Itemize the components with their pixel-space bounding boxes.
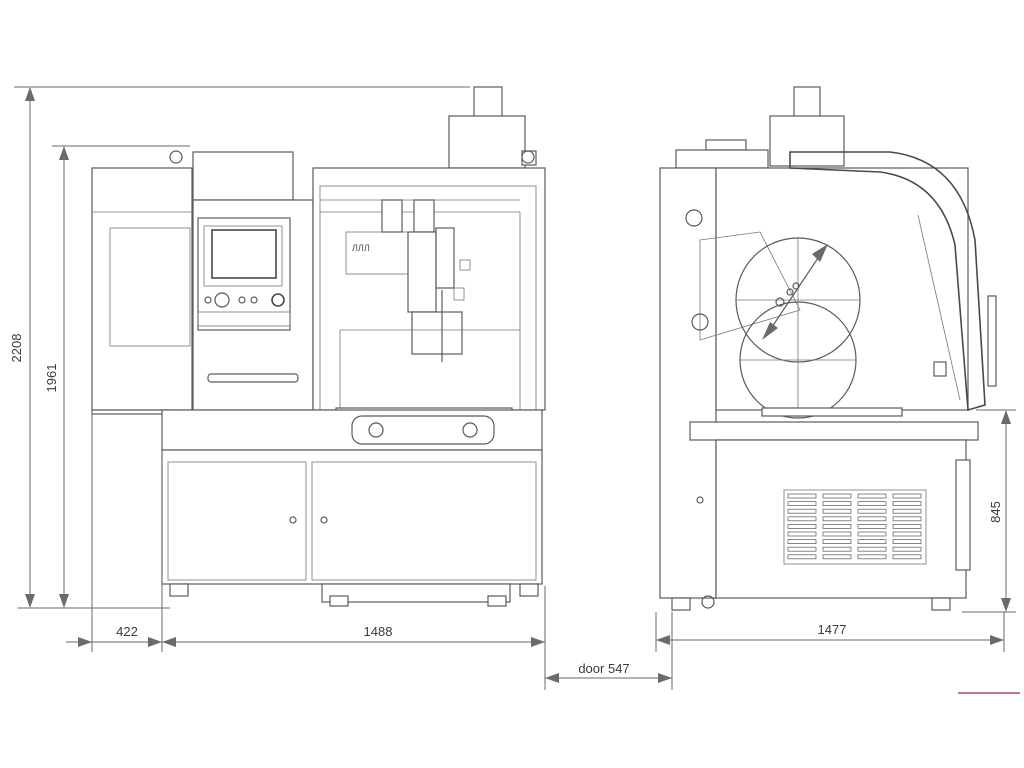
tool-holder-2 [413,199,435,233]
vent-slot [787,546,817,552]
ventilation-slots [787,493,922,560]
pallet-base [321,583,511,603]
front-chimney [473,86,503,118]
emergency-stop-button [271,293,285,307]
base-cabinet [161,449,543,585]
vent-slot [857,493,887,499]
vent-slot [787,539,817,544]
control-button-3 [250,296,258,304]
side-top-unit [769,115,845,167]
spindle-carriage [407,231,437,313]
dim-side-depth: 1477 [818,622,847,637]
side-handle [705,139,747,151]
vent-slot [822,508,852,514]
dim-cabinet-height: 1961 [44,364,59,393]
vent-slot [857,516,887,522]
front-handle [207,373,299,383]
side-table [761,407,903,417]
side-foot-2 [931,597,951,611]
ventilation-grille [783,489,927,565]
dim-overall-height: 2208 [9,334,24,363]
control-knob [214,292,230,308]
dimension-lines [14,86,1020,694]
control-button-1 [204,296,212,304]
rotation-arrow-down [762,322,778,340]
vent-slot [857,524,887,529]
vent-slot [892,531,922,537]
side-base-cabinet [715,439,967,599]
side-chamber [715,167,969,411]
vent-slot [787,516,817,522]
control-column-top [192,151,294,201]
control-screen-bezel [203,225,283,287]
door-lock-right [320,516,328,524]
vent-slot [857,539,887,544]
vent-slot [857,546,887,552]
vent-slot [822,554,852,560]
vent-slot [787,493,817,499]
vent-slot [822,539,852,544]
base-tray [351,415,495,445]
vent-slot [857,554,887,560]
vent-slot [787,508,817,514]
vent-slot [822,524,852,529]
vent-slot [822,531,852,537]
side-chimney [793,86,821,118]
dim-front-width: 1488 [364,624,393,639]
control-button-2 [238,296,246,304]
rotation-arrow-up [812,244,828,262]
foot-1 [169,583,189,597]
vent-slot [822,501,852,507]
vent-slot [857,501,887,507]
side-view [659,86,997,611]
vent-slot [787,554,817,560]
side-foot-1 [671,597,691,611]
tool-holder-1 [381,199,403,233]
lifting-eye-left [169,150,183,164]
vent-slot [822,493,852,499]
vent-slot [892,539,922,544]
left-housing-window [109,227,191,347]
vent-slot [892,501,922,507]
dim-door: door 547 [578,661,629,676]
side-base-top [689,421,979,441]
side-switch [933,361,947,377]
front-view: ЛЛЛ [91,86,546,607]
cabinet-door-left [167,461,307,581]
vent-slot [892,554,922,560]
vent-slot [822,516,852,522]
vent-slot [892,524,922,529]
vent-slot [892,493,922,499]
vent-slot [892,516,922,522]
side-body-front [659,167,717,599]
vent-slot [857,531,887,537]
vent-slot [892,546,922,552]
dim-side-height: 845 [988,501,1003,523]
spindle-block [411,311,463,355]
vent-slot [787,524,817,529]
front-top-unit [448,115,526,169]
svg-text:ЛЛЛ: ЛЛЛ [352,243,370,253]
control-screen [211,229,277,279]
spindle-column [435,227,455,289]
cabinet-door-right [311,461,537,581]
side-hood [789,151,986,412]
vent-slot [787,501,817,507]
lifting-eye-right [521,150,535,164]
foot-2 [519,583,539,597]
door-lock-left [289,516,297,524]
dim-left-offset: 422 [116,624,138,639]
vent-slot [857,508,887,514]
vent-slot [892,508,922,514]
vent-slot [787,531,817,537]
vent-slot [822,546,852,552]
left-housing [91,167,193,411]
